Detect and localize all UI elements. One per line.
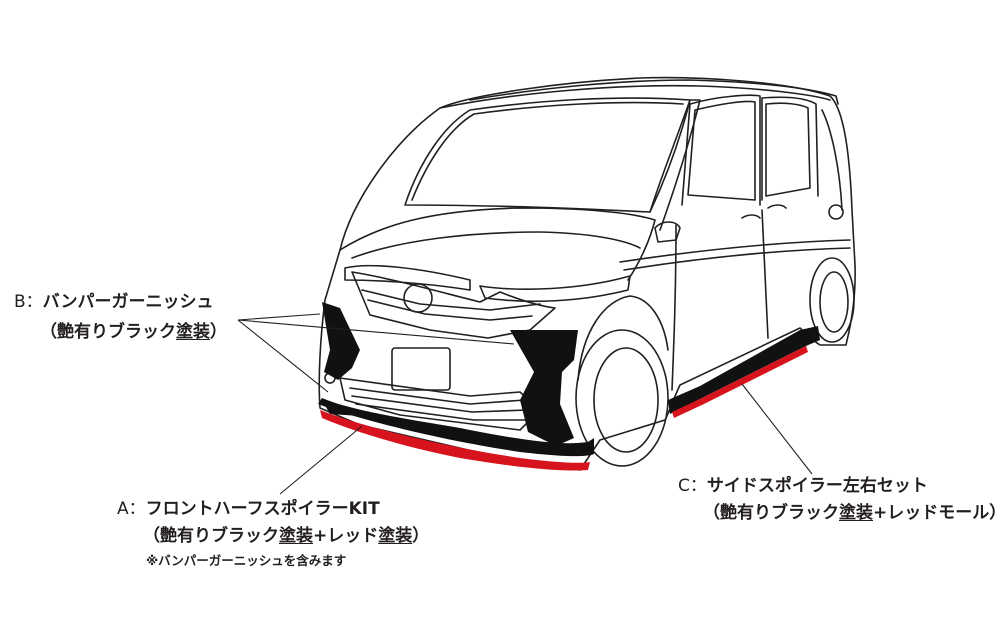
side-spoiler	[668, 326, 820, 418]
fuel-cap	[828, 204, 844, 220]
label-a-finish-underlined-1: 塗装	[279, 526, 313, 546]
rear-door-handle	[767, 204, 787, 209]
headlight-left	[344, 264, 471, 291]
spoiler-black	[318, 398, 594, 457]
grille-bar-2	[367, 299, 533, 321]
leader-line-c	[741, 383, 813, 475]
label-b-name: バンパーガーニッシュ	[42, 292, 214, 312]
windshield	[404, 97, 691, 213]
rear-quarter	[821, 109, 843, 211]
label-c-key: C：	[678, 476, 707, 496]
label-c-finish: （艶有りブラック塗装+レッドモール）	[703, 503, 1000, 523]
license-plate	[391, 347, 451, 391]
rear-door-window	[765, 102, 811, 197]
label-c-finish-close: +レッドモール）	[873, 503, 1000, 523]
door-seam	[671, 224, 677, 391]
label-c-finish-open: （艶有りブラック	[703, 503, 839, 523]
side-spoiler-red-mould	[672, 346, 808, 418]
front-wheel	[575, 329, 669, 467]
bumper-garnish-left	[322, 302, 360, 380]
label-a-note: ※バンパーガーニッシュを含みます	[146, 553, 347, 568]
side-character-line	[619, 239, 851, 263]
windshield-inner	[411, 101, 684, 201]
rear-wheel-rim	[819, 271, 849, 333]
front-door-handle	[741, 214, 761, 219]
lower-grille-bar-3	[355, 403, 527, 421]
label-c-name: サイドスポイラー左右セット	[706, 476, 928, 496]
front-door-window	[687, 100, 756, 201]
leader-lines	[237, 313, 813, 495]
label-a-finish-mid: +レッド	[313, 526, 379, 546]
leader-line-b-lower	[237, 319, 329, 393]
rear-window-frame	[761, 96, 819, 201]
upper-grille	[351, 271, 556, 339]
roof-line	[439, 84, 831, 109]
bumper-garnish	[322, 302, 578, 446]
rear-wheel	[809, 257, 855, 343]
label-a-finish: （艶有りブラック塗装+レッド塗装）	[143, 526, 429, 546]
lower-grille-bar-1	[349, 387, 526, 405]
emblem	[403, 283, 433, 313]
label-c-title: C：サイドスポイラー左右セット	[678, 476, 928, 496]
spoiler-red-lip	[320, 410, 590, 471]
headlight-right	[479, 275, 631, 303]
hood-crease	[351, 231, 641, 259]
bumper-garnish-right	[510, 330, 578, 446]
label-a-finish-underlined-2: 塗装	[378, 526, 413, 546]
grille-bar-1	[361, 289, 541, 311]
label-a-name: フロントハーフスポイラーKIT	[145, 499, 380, 519]
label-a-title: A：フロントハーフスポイラーKIT	[117, 499, 380, 519]
label-b-finish-open: （艶有りブラック	[40, 322, 176, 342]
label-a-finish-open: （艶有りブラック	[143, 526, 279, 546]
front-half-spoiler	[318, 398, 594, 471]
car-body-outline	[318, 76, 856, 471]
label-b-finish-close: ）	[210, 322, 227, 342]
side-character-line-2	[623, 247, 851, 271]
door-seam-rear	[761, 209, 769, 339]
front-door-window-frame	[681, 94, 761, 206]
label-b-title: B：バンパーガーニッシュ	[14, 292, 214, 312]
label-c-finish-underlined: 塗装	[839, 503, 873, 523]
hood	[339, 207, 656, 281]
lower-grille	[339, 377, 541, 431]
label-b-key: B：	[14, 292, 43, 312]
label-a-finish-close: ）	[412, 526, 430, 546]
side-mirror	[654, 221, 681, 243]
label-b-finish: （艶有りブラック塗装）	[40, 322, 227, 342]
side-spoiler-black	[668, 326, 820, 414]
leader-line-b-right	[237, 319, 515, 345]
label-a-key: A：	[117, 499, 146, 519]
leader-line-a	[279, 425, 363, 495]
front-wheel-arch	[577, 295, 669, 381]
roof-rail	[469, 79, 839, 105]
a-pillar	[649, 99, 701, 231]
lower-grille-bar-2	[351, 395, 529, 413]
label-b-finish-underlined: 塗装	[176, 322, 210, 342]
leader-line-b-left	[237, 313, 321, 321]
front-wheel-rim	[593, 347, 659, 453]
